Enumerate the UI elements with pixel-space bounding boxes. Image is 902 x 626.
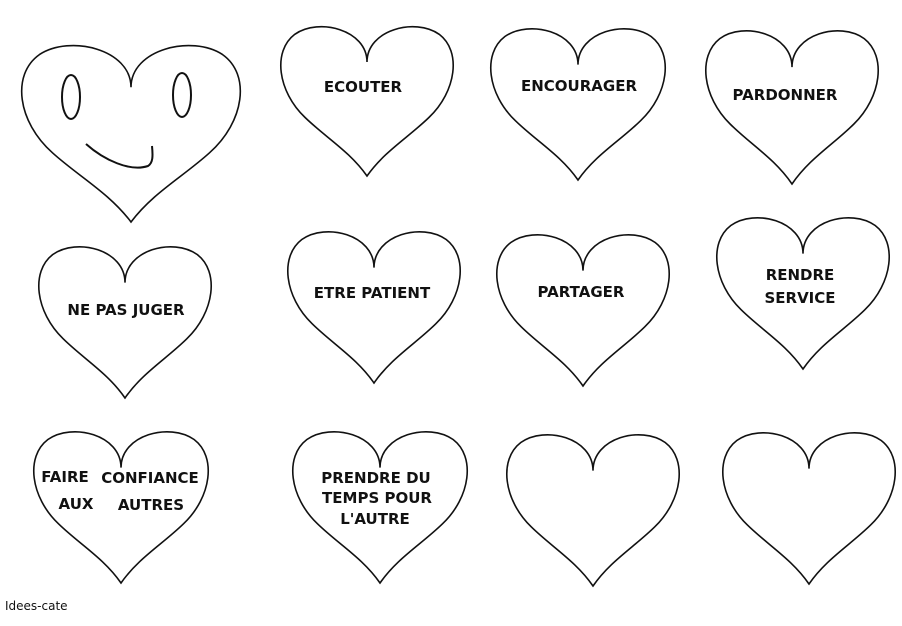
left-eye: [61, 74, 81, 120]
heart-label: PARTAGER: [538, 283, 625, 301]
heart-label: PARDONNER: [733, 86, 838, 104]
heart-label: SERVICE: [764, 289, 835, 307]
right-eye: [172, 72, 192, 118]
word-heart: FAIRE CONFIANCE AUX AUTRES: [33, 431, 209, 585]
word-heart: ENCOURAGER: [490, 28, 666, 182]
heart-label: FAIRE: [41, 468, 89, 486]
heart-label: PRENDRE DU: [321, 469, 430, 487]
heart-outline: [292, 431, 468, 585]
heart-outline: [38, 246, 212, 400]
heart-outline: [722, 432, 896, 586]
heart-label: CONFIANCE: [101, 469, 199, 487]
heart-outline: [287, 231, 461, 385]
heart-label: TEMPS POUR: [322, 489, 432, 507]
heart-outline: [506, 434, 680, 588]
heart-outline: [705, 30, 879, 186]
heart-label: L'AUTRE: [340, 510, 410, 528]
heart-outline: [280, 26, 454, 178]
word-heart: ETRE PATIENT: [287, 231, 461, 385]
footer-credit: Idees-cate: [5, 599, 68, 613]
heart-label: ENCOURAGER: [521, 77, 637, 95]
word-heart: ECOUTER: [280, 26, 454, 178]
word-heart: NE PAS JUGER: [38, 246, 212, 400]
heart-label: AUX: [59, 495, 94, 513]
word-heart: PARDONNER: [705, 30, 879, 186]
heart-label: NE PAS JUGER: [67, 301, 185, 319]
heart-outline: [496, 234, 670, 388]
blank-heart: [506, 434, 680, 588]
heart-outline: [20, 44, 242, 224]
word-heart: RENDRE SERVICE: [716, 217, 890, 371]
word-heart: PARTAGER: [496, 234, 670, 388]
heart-label: AUTRES: [118, 496, 184, 514]
heart-outline: [490, 28, 666, 182]
smiley-heart: [20, 44, 242, 224]
heart-outline: [716, 217, 890, 371]
heart-label: ECOUTER: [324, 78, 403, 96]
smile-mouth: [85, 143, 154, 169]
heart-label: RENDRE: [766, 266, 835, 284]
heart-outline: [33, 431, 209, 585]
blank-heart: [722, 432, 896, 586]
word-heart: PRENDRE DU TEMPS POUR L'AUTRE: [292, 431, 468, 585]
heart-label: ETRE PATIENT: [314, 284, 431, 302]
